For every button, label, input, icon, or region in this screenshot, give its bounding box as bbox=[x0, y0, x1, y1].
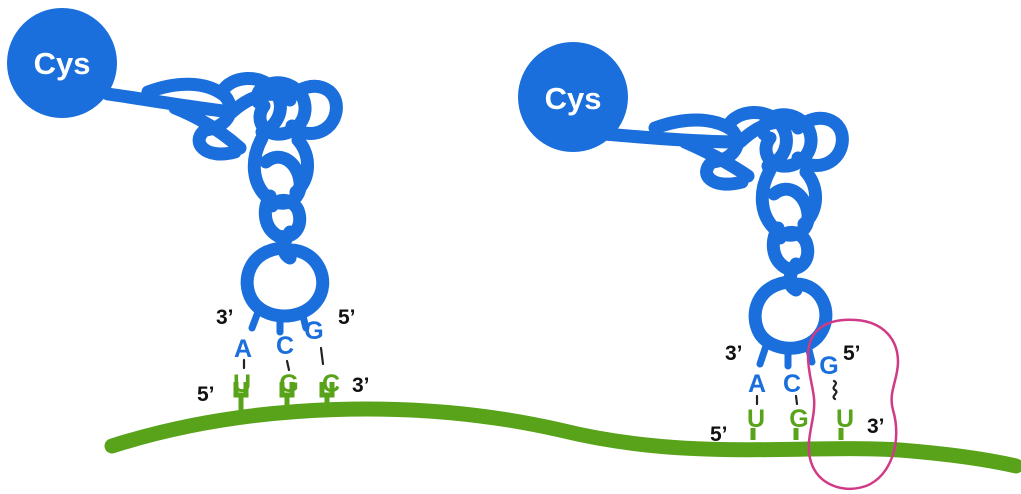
left-trna-5-prime-label: 5’ bbox=[338, 306, 356, 329]
left-codon-base: U bbox=[233, 370, 251, 398]
right-base-pair-bond bbox=[794, 394, 799, 406]
right-anticodon-base: A bbox=[748, 370, 766, 398]
right-mrna-3-prime-label: 3’ bbox=[867, 415, 885, 438]
mrna-strand bbox=[104, 401, 1021, 474]
wobble-highlight-ring bbox=[806, 318, 900, 490]
left-panel: Cys 3’ 5’ 5’ 3’ A C G U G C bbox=[7, 8, 370, 410]
left-anticodon-base: A bbox=[234, 335, 252, 363]
right-amino-acid-circle bbox=[518, 42, 628, 152]
right-panel: Cys 3’ 5’ 5’ 3’ A C G U G U bbox=[518, 42, 900, 490]
left-amino-acid-circle bbox=[7, 8, 117, 118]
right-trna-d-loop bbox=[756, 108, 818, 173]
left-trna bbox=[101, 72, 343, 323]
left-codon-base: C bbox=[322, 370, 340, 398]
left-anticodon-base: G bbox=[304, 317, 323, 345]
left-amino-acid-label: Cys bbox=[34, 46, 91, 81]
right-anticodon-base: C bbox=[783, 370, 801, 398]
right-codon-stems bbox=[750, 428, 844, 440]
left-anticodon-base: C bbox=[276, 332, 294, 360]
left-codon-base: G bbox=[279, 370, 298, 398]
right-codon-base: U bbox=[836, 405, 854, 433]
left-mrna-3-prime-label: 3’ bbox=[352, 374, 370, 397]
left-trna-t-loop bbox=[285, 79, 343, 140]
right-amino-acid-label: Cys bbox=[545, 81, 602, 116]
left-trna-d-loop bbox=[250, 76, 312, 141]
left-codon-stems bbox=[233, 382, 335, 410]
right-anticodon-base: G bbox=[819, 352, 838, 380]
right-trna-3-prime-label: 3’ bbox=[725, 342, 743, 365]
left-anticodon-stems bbox=[248, 308, 310, 336]
right-trna-t-loop bbox=[791, 111, 849, 172]
left-base-pair-bond bbox=[285, 359, 291, 372]
left-mrna-5-prime-label: 5’ bbox=[197, 383, 215, 406]
right-codon-base: G bbox=[789, 405, 808, 433]
right-codon-base: U bbox=[747, 405, 765, 433]
left-base-pair-bond bbox=[319, 346, 325, 366]
left-trna-3-prime-label: 3’ bbox=[216, 306, 234, 329]
right-trna bbox=[598, 106, 849, 355]
right-trna-anticodon-loop bbox=[748, 275, 833, 355]
right-mrna-5-prime-label: 5’ bbox=[710, 423, 728, 446]
right-wobble-bond bbox=[832, 379, 838, 401]
right-trna-5-prime-label: 5’ bbox=[843, 342, 861, 365]
